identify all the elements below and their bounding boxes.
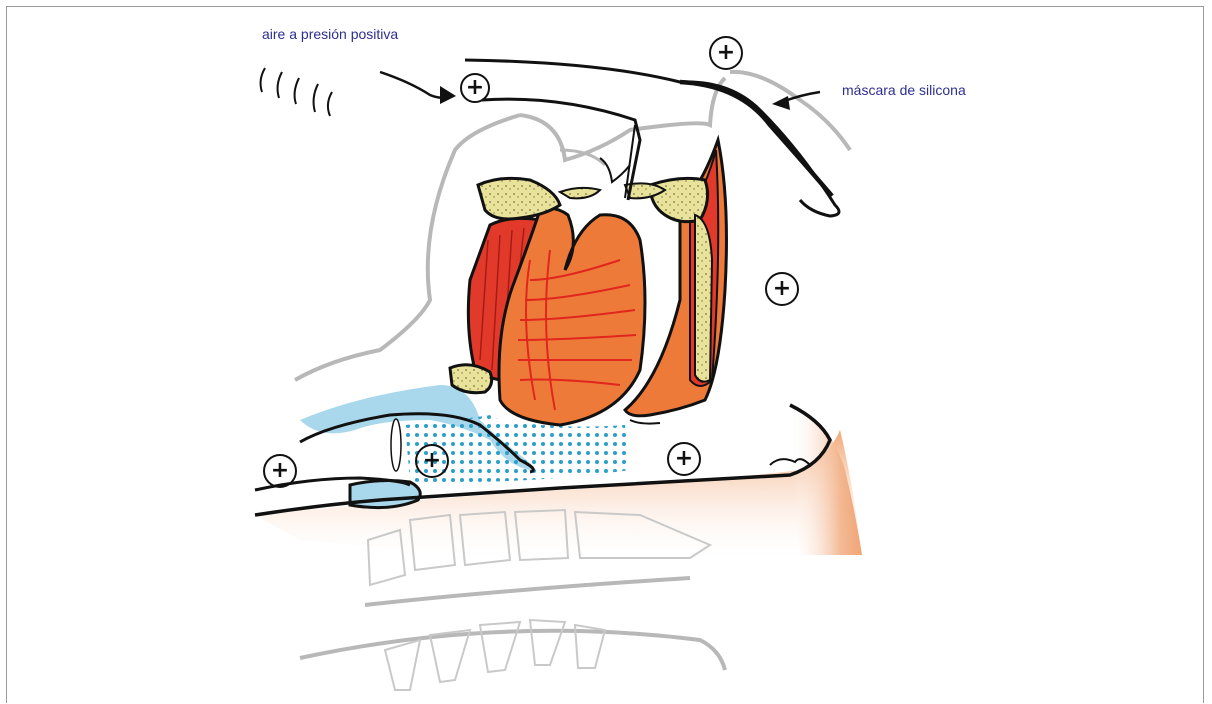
silicone-mask-label: máscara de silicona: [842, 82, 966, 98]
chin-skin: [790, 405, 862, 555]
bone-upper-right: [650, 178, 708, 221]
plus-marker-icon: +: [460, 73, 490, 103]
plus-marker-icon: +: [765, 272, 799, 306]
bone-upper-left: [478, 178, 560, 219]
plus-marker-icon: +: [415, 444, 449, 478]
plus-marker-icon: +: [667, 442, 701, 476]
bone-column-right: [695, 215, 712, 382]
face-outline: [730, 72, 850, 150]
nose-outline: [520, 78, 725, 160]
plus-marker-icon: +: [263, 454, 297, 488]
air-pressure-label: aire a presión positiva: [262, 26, 398, 42]
plus-marker-icon: +: [709, 36, 743, 70]
air-waves-icon: [261, 68, 332, 116]
hyoid-bone: [450, 365, 492, 393]
epiglottis: [391, 419, 401, 471]
